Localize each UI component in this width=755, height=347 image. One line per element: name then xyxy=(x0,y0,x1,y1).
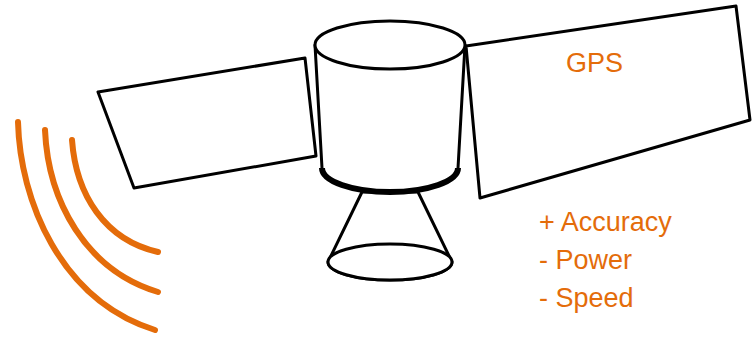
panel-outline xyxy=(464,4,752,202)
tradeoff-label: + Accuracy xyxy=(539,209,672,236)
tradeoff-label: - Power xyxy=(539,247,632,274)
tradeoff-label: - Speed xyxy=(539,285,634,312)
solar-panel xyxy=(98,58,316,188)
panel-label: GPS xyxy=(566,48,623,79)
panel-polygon xyxy=(466,6,750,198)
solar-panel: GPS xyxy=(464,4,752,202)
nozzle-cone xyxy=(328,192,452,280)
body-top xyxy=(315,21,465,69)
body-shadow xyxy=(322,168,458,192)
nozzle-rim xyxy=(328,244,452,280)
